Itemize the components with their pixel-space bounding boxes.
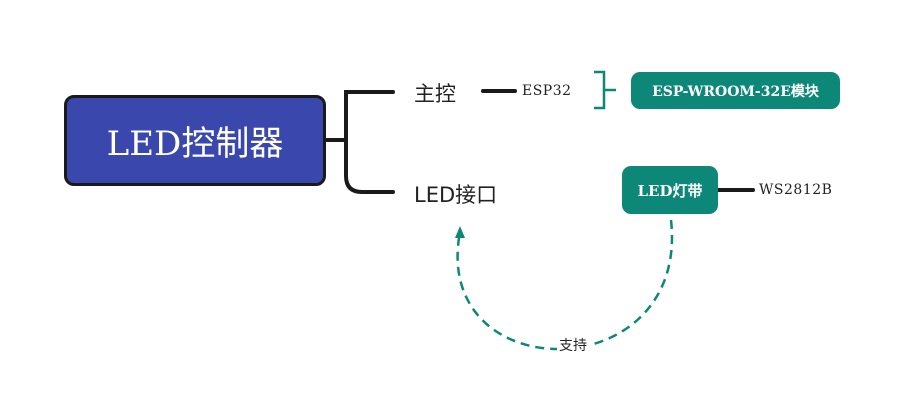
ws2812b-label: WS2812B — [759, 182, 833, 198]
root-label: LED控制器 — [106, 124, 284, 164]
esp-module-node[interactable]: ESP-WROOM-32E模块 — [631, 72, 840, 109]
esp32-label: ESP32 — [522, 83, 572, 99]
branch-led-interface-label: LED接口 — [414, 183, 498, 207]
relation-label-text: 支持 — [559, 338, 587, 354]
root-node[interactable]: LED控制器 — [64, 95, 326, 186]
relation-label[interactable]: 支持 — [557, 335, 589, 355]
branch-main-control-label: 主控 — [414, 82, 456, 106]
support-relation-curve — [456, 219, 674, 351]
esp32-node[interactable]: ESP32 — [522, 83, 572, 99]
support-arrowhead — [455, 226, 465, 238]
led-strip-label: LED灯带 — [637, 181, 703, 200]
led-strip-node[interactable]: LED灯带 — [622, 166, 718, 214]
branch-main-control[interactable]: 主控 — [414, 78, 456, 108]
esp32-summary-bracket — [594, 70, 616, 110]
ws2812b-node[interactable]: WS2812B — [759, 182, 832, 198]
branch-led-interface[interactable]: LED接口 — [414, 179, 497, 209]
root-bracket — [325, 90, 395, 194]
esp-module-label: ESP-WROOM-32E模块 — [652, 83, 819, 100]
